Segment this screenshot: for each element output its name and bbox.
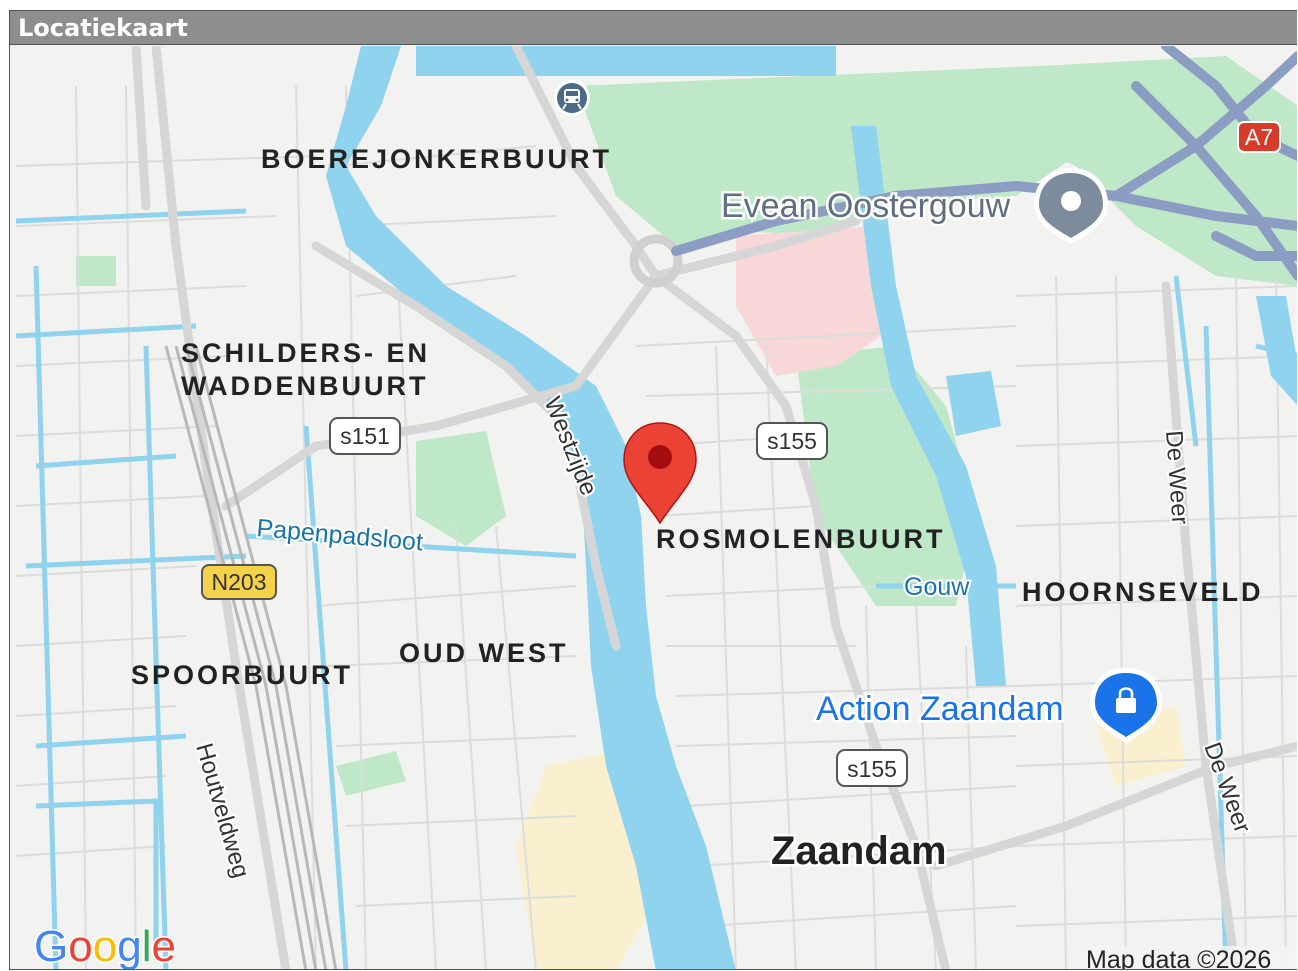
canal-east (1256, 296, 1297, 405)
district-label-schilders-line1: SCHILDERS- EN (181, 338, 430, 368)
road-shield-s151-text: s151 (340, 423, 390, 449)
district-label-spoorbuurt: SPOORBUURT (131, 660, 353, 690)
river-zaan (326, 46, 736, 969)
train-icon[interactable] (554, 80, 590, 116)
map-canvas[interactable]: BOEREJONKERBUURT SCHILDERS- EN WADDENBUU… (16, 46, 1297, 970)
waterway-gouw (851, 126, 1006, 686)
pond (946, 371, 1001, 436)
secondary-roads (131, 46, 1297, 969)
map-svg[interactable]: BOEREJONKERBUURT SCHILDERS- EN WADDENBUU… (16, 46, 1297, 970)
map-attribution[interactable]: Map data ©2026 (1086, 946, 1271, 970)
shopping-bag-icon[interactable] (1090, 668, 1162, 743)
city-label-zaandam: Zaandam (771, 829, 947, 873)
poi-marker-icon[interactable] (1034, 168, 1108, 244)
road-shield-s151: s151 (329, 417, 401, 455)
road-shield-s155-south-text: s155 (847, 756, 897, 782)
district-label-rosmolenbuurt: ROSMOLENBUURT (656, 524, 946, 554)
road-shield-s155-north-text: s155 (767, 428, 817, 454)
attribution-background (1079, 946, 1297, 969)
water-label-gouw: Gouw (904, 573, 970, 601)
district-label-hoornseveld: HOORNSEVELD (1022, 577, 1264, 607)
poi-label-action[interactable]: Action Zaandam (814, 688, 1067, 731)
railway (164, 345, 338, 969)
panel-header: Locatiekaart (10, 11, 1297, 45)
panel-title: Locatiekaart (18, 14, 188, 42)
district-label-schilders-line2: WADDENBUURT (181, 371, 428, 401)
location-pin-icon[interactable] (623, 422, 697, 525)
waterway-north (416, 46, 836, 76)
district-label-boerejonkerbuurt: BOEREJONKERBUURT (261, 144, 612, 174)
road-shield-n203-text: N203 (212, 569, 267, 595)
road-shield-n203: N203 (201, 564, 277, 600)
district-label-oud-west: OUD WEST (399, 638, 569, 668)
road-shield-s155-south: s155 (836, 749, 908, 787)
location-map-panel: Locatiekaart (9, 10, 1297, 970)
road-shield-s155-north: s155 (756, 422, 828, 460)
google-logo: Google (34, 922, 176, 970)
road-shield-a7-text: A7 (1245, 124, 1273, 150)
road-shield-a7: A7 (1237, 121, 1281, 153)
poi-label-evean[interactable]: Evean Oostergouw (719, 185, 1014, 228)
roundabout (629, 234, 683, 288)
